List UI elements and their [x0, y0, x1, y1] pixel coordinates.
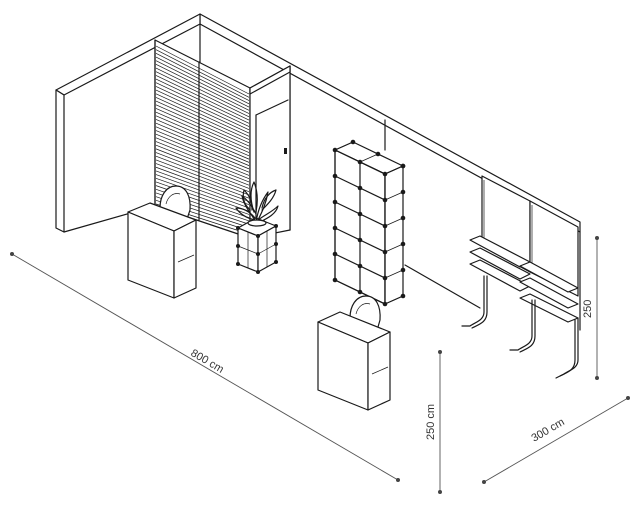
plant-stand [236, 217, 278, 274]
dimension-height-side-label: 250 [582, 300, 594, 318]
dimension-height-front: 250 cm [425, 350, 442, 494]
dimension-depth-label: 300 cm [530, 416, 567, 444]
counter-front [317, 311, 391, 411]
dimension-length-label: 800 cm [188, 347, 225, 376]
cube-shelving [332, 139, 406, 307]
wall-shelves [461, 235, 579, 379]
dimension-depth: 300 cm [482, 396, 630, 484]
counter-back [127, 202, 197, 299]
door-handle-icon [284, 148, 287, 154]
storage-room [249, 65, 291, 239]
plant-icon [235, 181, 279, 227]
dimension-height-front-label: 250 cm [425, 404, 437, 440]
dimension-height-side: 250 [582, 236, 599, 380]
